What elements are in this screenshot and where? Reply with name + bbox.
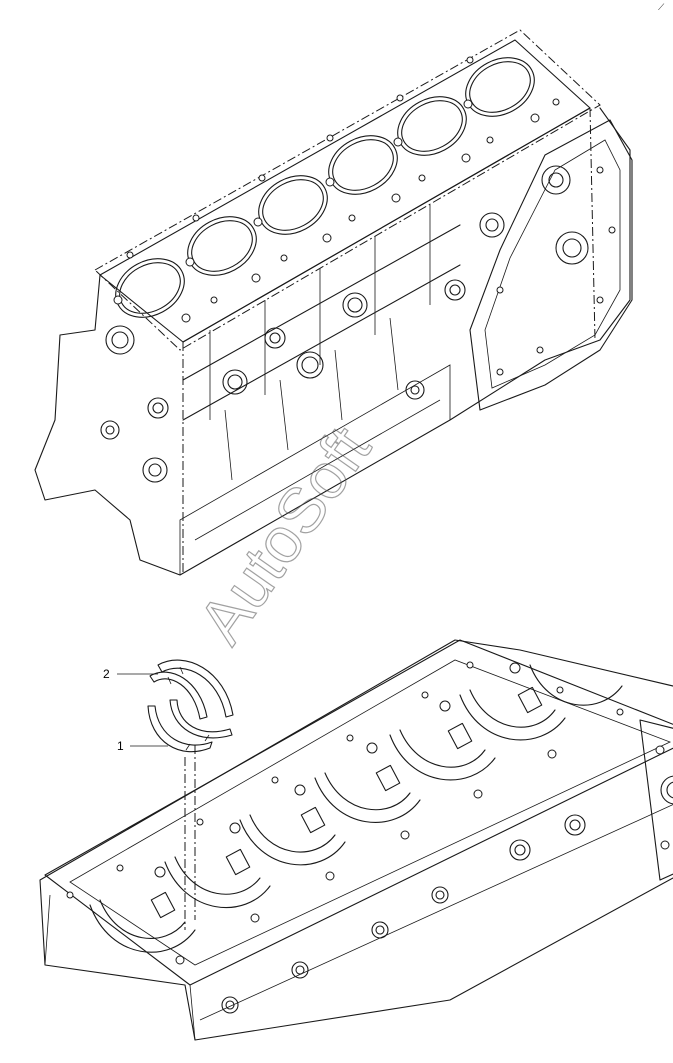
watermark-text: AutoSoft — [184, 413, 384, 656]
lower-crankcase-bedplate — [39, 639, 673, 1041]
rear-end-face — [639, 719, 673, 881]
upper-cylinder-block — [34, 29, 633, 576]
callout-1-label: 1 — [117, 739, 124, 753]
deck-outline — [94, 29, 601, 351]
thrust-washer-upper — [149, 659, 234, 720]
bearing-cap-bosses — [150, 662, 557, 965]
side-wall-bosses — [221, 814, 586, 1014]
callout-2-label: 2 — [103, 667, 110, 681]
thrust-washer-lower — [147, 699, 233, 753]
main-bearing-saddles — [89, 664, 623, 953]
corner-mark: ⟋ — [658, 2, 665, 12]
block-bosses — [100, 165, 589, 483]
timing-cover-flange — [469, 119, 633, 411]
callouts: 2 1 — [103, 667, 168, 753]
cylinder-bores — [115, 57, 535, 318]
rail-holes — [66, 661, 624, 899]
thrust-washers — [147, 659, 234, 930]
deck-bolt-holes — [113, 56, 560, 323]
